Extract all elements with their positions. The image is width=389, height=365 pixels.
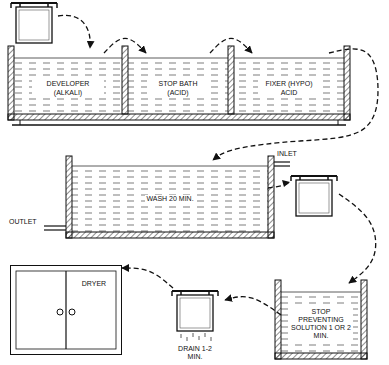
wash-tank	[44, 156, 290, 238]
solution-tank	[275, 280, 367, 359]
node-text: WASH 20 MIN.	[145, 195, 194, 203]
tank-compartment: DEVELOPER (ALKALI)	[14, 53, 122, 114]
film-hanger	[172, 291, 218, 331]
pipe-label: OUTLET	[8, 218, 38, 226]
flow-arrow	[210, 38, 252, 53]
node-text: STOP PREVENTING SOLUTION 1 OR 2 MIN.	[289, 308, 353, 340]
tank-compartment: FIXER (HYPO) ACID	[234, 53, 344, 114]
film-hanger	[11, 3, 57, 43]
flow-arrow	[225, 297, 281, 315]
wash-tank: WASH 20 MIN.	[72, 160, 268, 232]
flow-arrow	[58, 15, 90, 48]
dryer-cabinet	[16, 271, 116, 349]
node-text: DEVELOPER (ALKALI)	[32, 80, 104, 96]
flow-arrow	[104, 38, 146, 53]
flow-arrow	[122, 268, 173, 288]
film-hanger	[291, 176, 337, 216]
flow-arrow	[213, 49, 378, 160]
node-text: DRYER	[81, 280, 107, 288]
dryer-cabinet: DRYER	[10, 265, 122, 355]
node-text: STOP BATH (ACID)	[147, 80, 209, 96]
flow-arrow	[268, 182, 376, 283]
node-text: FIXER (HYPO) ACID	[258, 80, 320, 96]
solution-tank: STOP PREVENTING SOLUTION 1 OR 2 MIN.	[281, 283, 361, 353]
drips	[181, 333, 211, 341]
processing-tank	[8, 46, 350, 125]
drain-hanger: DRAIN 1-2 MIN.	[165, 288, 225, 363]
node-text: DRAIN 1-2 MIN.	[174, 345, 216, 361]
tank-compartment: STOP BATH (ACID)	[128, 53, 228, 114]
pipe-label: INLET	[276, 150, 298, 158]
arrow-head	[282, 180, 290, 187]
